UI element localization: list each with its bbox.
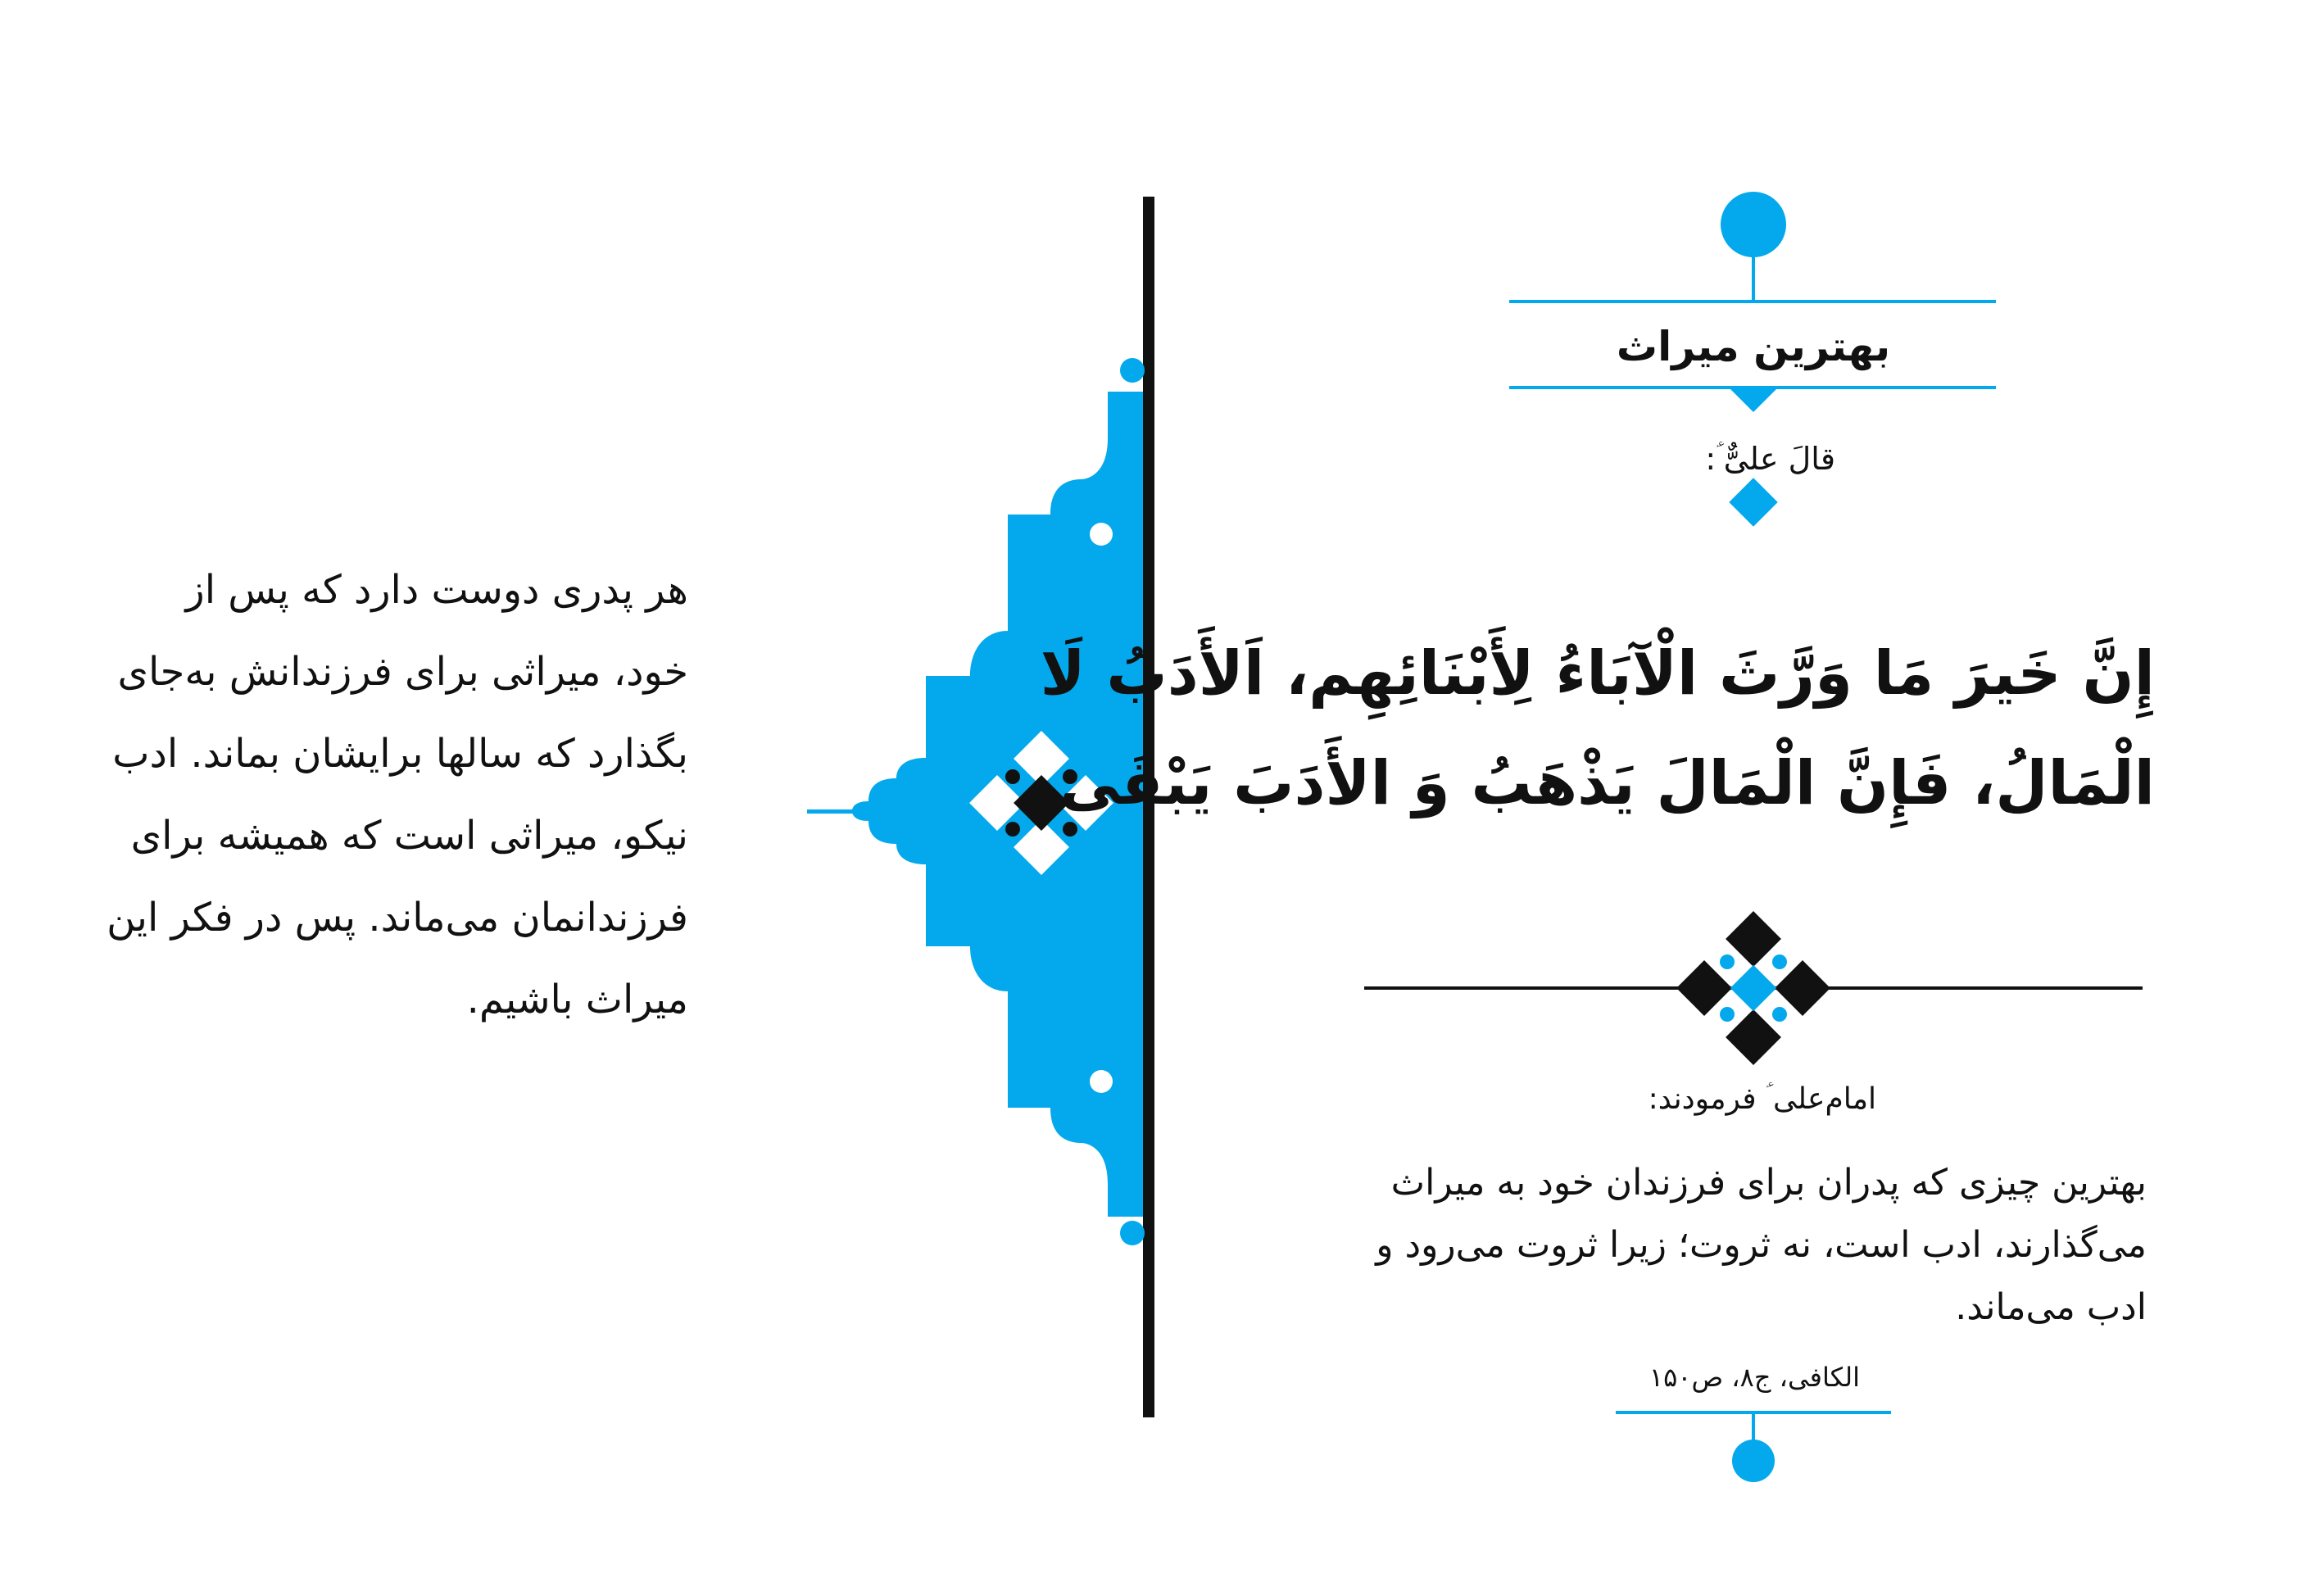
imam-label: امام‌علی ؑ فرمودند: [1648, 1082, 1876, 1116]
card-title: بهترین میراث [1616, 323, 1891, 370]
mihrab-diamond-motif [969, 731, 1113, 875]
mihrab-ornament [807, 358, 1145, 1245]
arabic-line-1: إِنَّ خَیرَ مَا وَرَّثَ الْآبَاءُ لِأَبْ… [1040, 638, 2155, 709]
commentary-line-1: هر پدری دوست دارد که پس از [185, 567, 688, 613]
translation-line-2: می‌گذارند، ادب است، نه ثروت؛ زیرا ثروت م… [1376, 1224, 2147, 1266]
center-divider-bar [1143, 197, 1154, 1417]
translation-line-1: بهترین چیزی که پدران برای فرزندان خود به… [1390, 1162, 2147, 1204]
commentary-line-5: فرزندانمان می‌ماند. پس در فکر این [107, 895, 688, 941]
source-citation: الکافی، ج۸، ص۱۵۰ [1649, 1362, 1860, 1393]
commentary-line-3: بگذارد که سالها برایشان بماند. ادب [112, 731, 688, 777]
commentary-line-6: میراث باشیم. [466, 977, 688, 1022]
source-frame [1616, 1411, 1891, 1482]
arabic-line-2: الْمَالُ، فَإِنَّ الْمَالَ یَذْهَبُ وَ ا… [1036, 748, 2155, 818]
mid-ornament-divider [1364, 911, 2143, 1065]
translation-line-3: ادب می‌ماند. [1955, 1286, 2147, 1328]
title-frame [1509, 192, 1996, 527]
commentary-line-4: نیکو، میراثی است که همیشه برای [130, 813, 688, 859]
commentary-line-2: خود، میراثی برای فرزندانش به‌جای [117, 649, 688, 695]
said-label: قالَ علیٌّ ؑ: [1705, 441, 1835, 477]
